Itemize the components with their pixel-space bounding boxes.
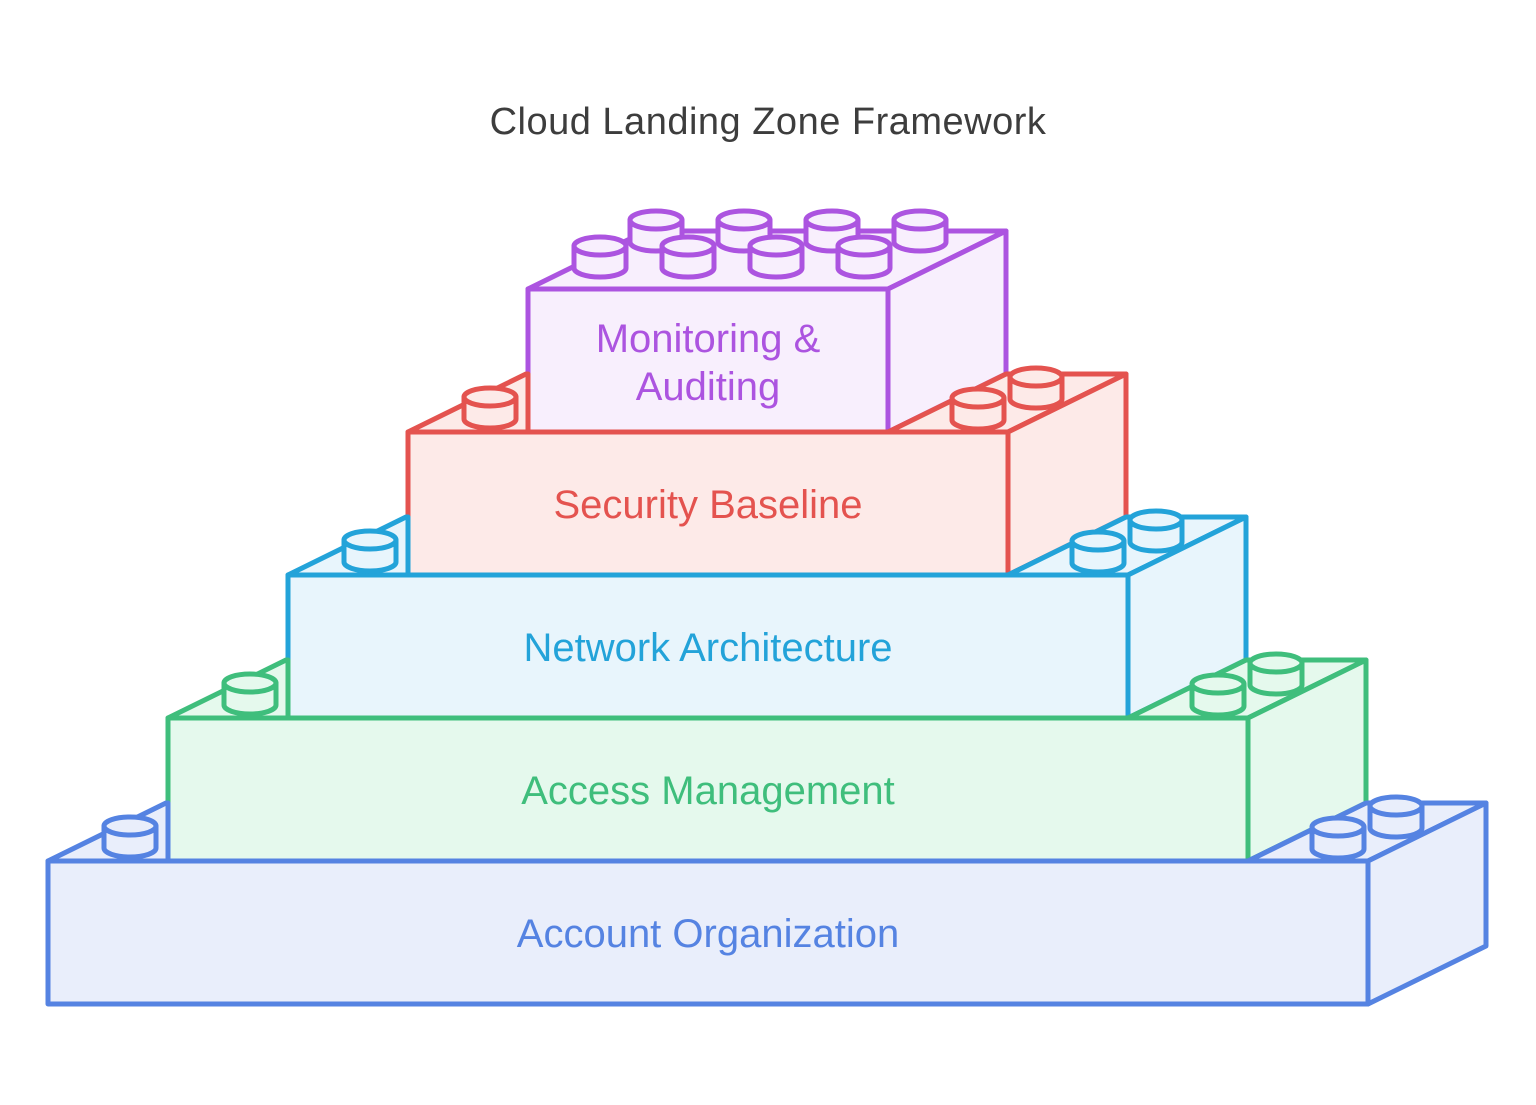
brick-stud-top bbox=[461, 385, 519, 409]
diagram-title: Cloud Landing Zone Framework bbox=[489, 101, 1047, 143]
brick-stud-top bbox=[1127, 508, 1185, 532]
brick-front-face bbox=[45, 858, 1371, 1007]
brick-account-organization: Account Organization bbox=[45, 794, 1489, 1007]
brick-stud-top bbox=[341, 528, 399, 552]
brick-stud-top bbox=[949, 386, 1007, 410]
brick-monitoring-auditing: Monitoring &Auditing bbox=[525, 208, 1009, 435]
brick-label: Account Organization bbox=[517, 912, 899, 956]
brick-network-architecture: Network Architecture bbox=[285, 508, 1249, 721]
brick-label: Network Architecture bbox=[523, 626, 892, 670]
brick-stud-top bbox=[1069, 529, 1127, 553]
brick-label: Auditing bbox=[636, 365, 781, 409]
brick-stud-top bbox=[835, 234, 893, 258]
brick-stud-top bbox=[803, 208, 861, 232]
brick-label: Monitoring & bbox=[596, 317, 821, 361]
brick-stud-top bbox=[101, 814, 159, 838]
brick-security-baseline: Security Baseline bbox=[405, 365, 1129, 578]
brick-stud-top bbox=[1367, 794, 1425, 818]
brick-access-management: Access Management bbox=[165, 651, 1369, 864]
brick-label: Security Baseline bbox=[553, 483, 862, 527]
brick-stud-top bbox=[1247, 651, 1305, 675]
brick-label: Access Management bbox=[521, 769, 895, 813]
brick-stud-top bbox=[747, 234, 805, 258]
brick-stud-top bbox=[1189, 672, 1247, 696]
brick-stud-top bbox=[715, 208, 773, 232]
brick-stud-top bbox=[1007, 365, 1065, 389]
brick-stud-top bbox=[627, 208, 685, 232]
brick-stud-top bbox=[571, 234, 629, 258]
brick-stud-top bbox=[891, 208, 949, 232]
brick-stud-top bbox=[1309, 815, 1367, 839]
brick-stud-top bbox=[221, 671, 279, 695]
brick-stud-top bbox=[659, 234, 717, 258]
